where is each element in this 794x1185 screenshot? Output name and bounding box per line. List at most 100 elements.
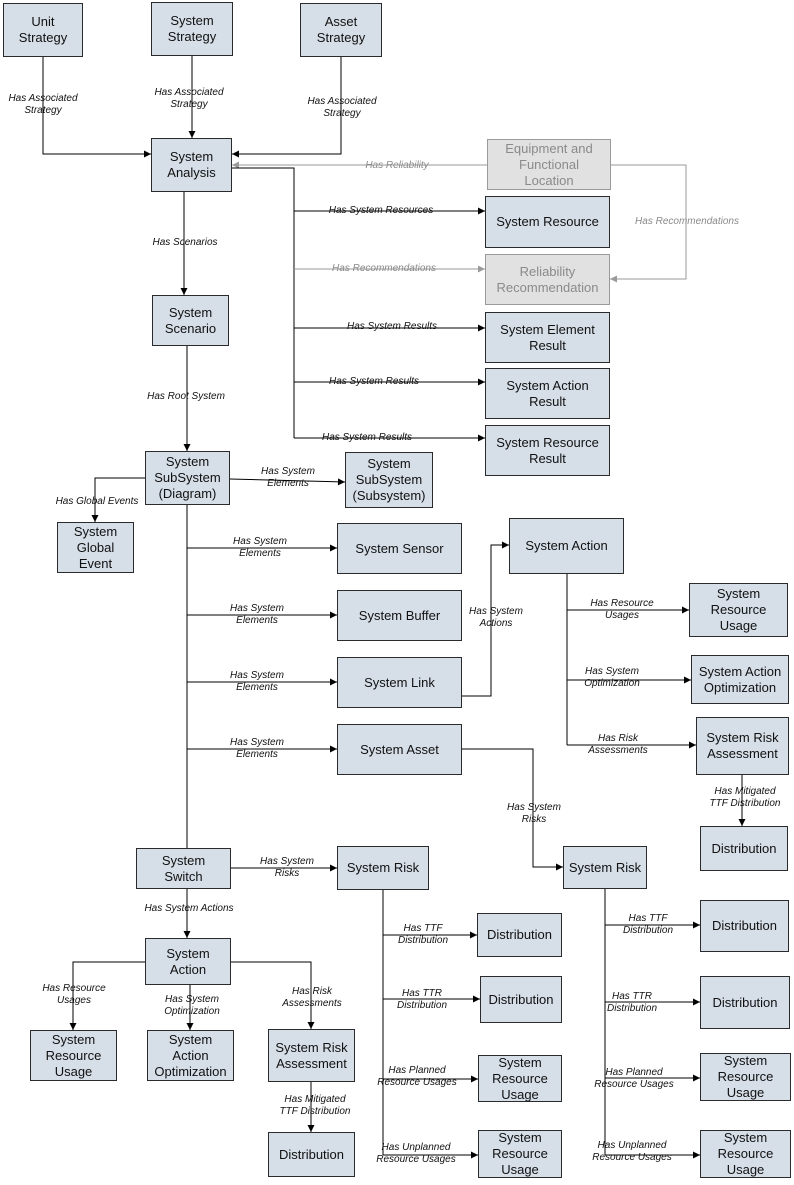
edge-label-has-system-results-2: Has System Results xyxy=(328,376,420,387)
node-system-action-result: System Action Result xyxy=(485,368,610,419)
arrowhead-7 xyxy=(478,207,485,215)
node-system-scenario: System Scenario xyxy=(152,295,229,346)
node-system-sensor: System Sensor xyxy=(337,523,462,574)
arrowhead-30 xyxy=(69,1023,77,1030)
node-system-resource-result: System Resource Result xyxy=(485,425,610,476)
connector-27 xyxy=(462,748,563,868)
arrowhead-41 xyxy=(693,998,700,1006)
edge-label-has-system-actions-link: Has System Actions xyxy=(469,606,523,629)
connector-14 xyxy=(229,478,346,483)
node-resource-usage-top: System Resource Usage xyxy=(689,583,788,637)
node-distribution-top: Distribution xyxy=(700,826,788,871)
edge-label-has-mitigated-ttf-top: Has Mitigated TTF Distribution xyxy=(709,786,781,809)
node-system-resource: System Resource xyxy=(485,196,610,248)
arrowhead-42 xyxy=(693,1074,700,1082)
edge-label-has-system-results-3: Has System Results xyxy=(321,432,413,443)
edge-label-has-system-elements-asset: Has System Elements xyxy=(230,737,284,760)
connector-15 xyxy=(94,477,145,522)
arrowhead-3 xyxy=(232,150,239,158)
edge-label-has-risk-assessments-top: Has Risk Assessments xyxy=(588,733,648,756)
node-system-switch: System Switch xyxy=(136,848,231,889)
edge-label-has-mitigated-ttf-bl: Has Mitigated TTF Distribution xyxy=(279,1094,351,1117)
arrowhead-10 xyxy=(478,378,485,386)
connector-6 xyxy=(232,167,295,438)
node-action-optimization-bl: System Action Optimization xyxy=(147,1030,234,1081)
edge-label-has-resource-usages-bl: Has Resource Usages xyxy=(42,983,106,1006)
edge-label-has-system-elements-sensor: Has System Elements xyxy=(233,536,287,559)
node-system-analysis: System Analysis xyxy=(151,138,232,192)
node-distribution-mid-ttr: Distribution xyxy=(480,976,562,1023)
edge-label-has-system-resources: Has System Resources xyxy=(328,205,434,216)
arrowhead-2 xyxy=(188,131,196,138)
node-asset-strategy: Asset Strategy xyxy=(300,3,382,57)
arrowhead-1 xyxy=(144,150,151,158)
arrowhead-40 xyxy=(693,921,700,929)
arrowhead-5 xyxy=(610,275,617,283)
node-reliability-recommendation: Reliability Recommendation xyxy=(485,254,610,305)
connector-1 xyxy=(42,57,151,155)
node-system-element-result: System Element Result xyxy=(485,312,610,363)
edge-label-has-planned-right: Has Planned Resource Usages xyxy=(594,1067,674,1090)
edge-label-has-root-system: Has Root System xyxy=(147,391,225,402)
edge-label-has-system-risks-asset: Has System Risks xyxy=(507,802,561,825)
edge-label-has-recommendations-right: Has Recommendations xyxy=(635,216,739,227)
edge-label-system-strategy: Has Associated Strategy xyxy=(154,87,224,110)
edge-label-has-risk-assessments-bl: Has Risk Assessments xyxy=(282,986,342,1009)
node-unit-strategy: Unit Strategy xyxy=(3,3,83,57)
node-system-action-bottom: System Action xyxy=(145,938,231,985)
arrowhead-28 xyxy=(330,864,337,872)
node-system-risk-right: System Risk xyxy=(563,846,647,889)
node-system-link: System Link xyxy=(337,657,462,708)
edge-label-has-ttf-right: Has TTF Distribution xyxy=(622,913,674,936)
edge-label-has-reliability: Has Reliability xyxy=(365,160,429,171)
edge-label-has-system-elements-buffer: Has System Elements xyxy=(230,603,284,626)
connector-3 xyxy=(232,57,342,155)
arrowhead-38 xyxy=(471,1151,478,1159)
arrowhead-29 xyxy=(183,931,191,938)
node-system-buffer: System Buffer xyxy=(337,590,462,641)
edge-label-has-ttf-mid: Has TTF Distribution xyxy=(397,923,449,946)
arrowhead-37 xyxy=(471,1075,478,1083)
connector-32 xyxy=(231,961,312,1029)
arrowhead-35 xyxy=(470,931,477,939)
node-system-subsystem-diagram: System SubSystem (Diagram) xyxy=(145,451,230,505)
arrowhead-9 xyxy=(478,324,485,332)
arrowhead-26 xyxy=(738,819,746,826)
node-distribution-bl: Distribution xyxy=(268,1132,355,1177)
node-system-global-event: System Global Event xyxy=(57,522,134,573)
arrowhead-8 xyxy=(478,265,485,273)
edge-label-has-system-elements-link: Has System Elements xyxy=(230,670,284,693)
arrowhead-18 xyxy=(330,611,337,619)
arrowhead-11 xyxy=(478,434,485,442)
edge-label-has-global-events: Has Global Events xyxy=(55,496,139,507)
connector-30 xyxy=(72,961,145,1030)
arrowhead-12 xyxy=(180,288,188,295)
edge-label-has-scenarios: Has Scenarios xyxy=(152,237,218,248)
node-distribution-right-ttr: Distribution xyxy=(700,976,790,1029)
node-resource-usage-bl: System Resource Usage xyxy=(30,1030,117,1081)
arrowhead-32 xyxy=(307,1022,315,1029)
node-system-asset: System Asset xyxy=(337,724,462,775)
arrowhead-33 xyxy=(307,1125,315,1132)
arrowhead-24 xyxy=(684,676,691,684)
node-equipment-functional-location: Equipment and Functional Location xyxy=(487,139,611,190)
connector-21 xyxy=(462,544,509,697)
edge-label-has-system-optimization-top: Has System Optimization xyxy=(584,666,640,689)
edge-label-has-system-results-1: Has System Results xyxy=(346,321,438,332)
edge-label-has-system-risks-switch: Has System Risks xyxy=(260,856,314,879)
arrowhead-15 xyxy=(91,515,99,522)
node-resource-usage-mid-planned: System Resource Usage xyxy=(478,1055,562,1102)
edge-label-has-recommendations: Has Recommendations xyxy=(332,263,436,274)
arrowhead-21 xyxy=(502,541,509,549)
node-system-subsystem-subsystem: System SubSystem (Subsystem) xyxy=(345,452,433,508)
edge-label-has-planned-mid: Has Planned Resource Usages xyxy=(377,1065,457,1088)
connector-5 xyxy=(610,164,687,280)
edge-label-has-resource-usages-top: Has Resource Usages xyxy=(590,598,654,621)
arrowhead-43 xyxy=(693,1151,700,1159)
node-risk-assessment-bl: System Risk Assessment xyxy=(268,1029,355,1082)
edge-label-has-system-elements-sub: Has System Elements xyxy=(261,466,315,489)
node-distribution-right-ttf: Distribution xyxy=(700,900,789,952)
arrowhead-20 xyxy=(330,745,337,753)
